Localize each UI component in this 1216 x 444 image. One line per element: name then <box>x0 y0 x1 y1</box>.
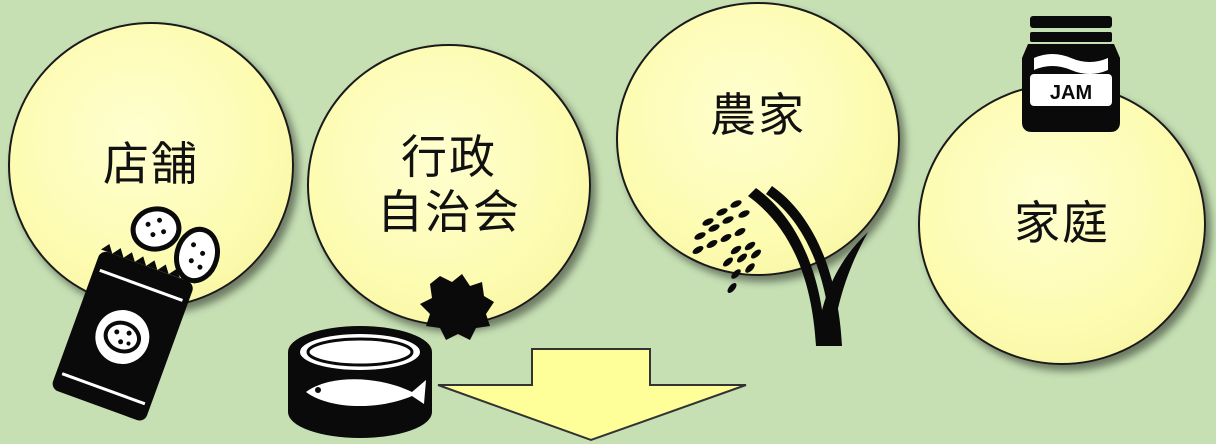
node-household-label: 家庭 <box>1014 196 1110 251</box>
down-arrow <box>437 348 747 442</box>
node-farmer-label: 農家 <box>710 88 806 143</box>
canned-fish-icon <box>288 274 494 438</box>
jam-label: JAM <box>1050 82 1092 104</box>
rice-plant-icon <box>692 186 868 346</box>
node-store: 店舗 <box>8 22 294 308</box>
snack-bag-icon <box>52 206 220 421</box>
node-store-label: 店舗 <box>103 137 199 192</box>
jam-jar-icon: JAM <box>1022 16 1120 132</box>
node-government-label: 行政 自治会 <box>377 129 521 239</box>
node-farmer: 農家 <box>616 2 900 276</box>
